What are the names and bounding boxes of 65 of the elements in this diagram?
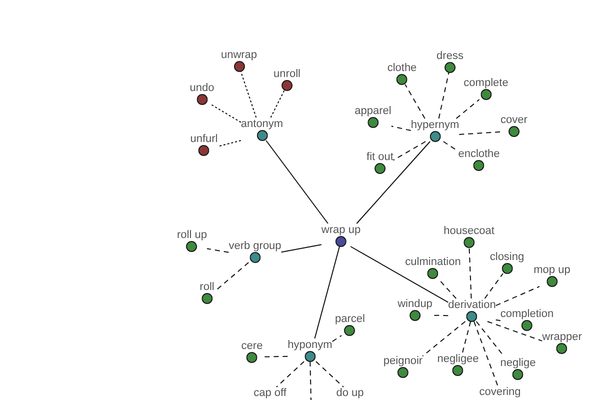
node-label: fit out: [366, 150, 394, 162]
node-label: antonym: [240, 118, 284, 130]
connector-line: [280, 244, 322, 253]
node-label: apparel: [354, 104, 392, 116]
connector-line: [206, 248, 230, 253]
node-label: enclothe: [458, 148, 500, 160]
connector-line: [240, 71, 257, 118]
connector-line: [486, 321, 543, 342]
connector-line: [474, 321, 498, 386]
node-label: undo: [190, 82, 214, 94]
connector-line: [350, 246, 449, 303]
connector-line: [392, 141, 426, 161]
connector-line: [314, 246, 340, 339]
connector-line: [456, 99, 480, 119]
connector-line: [458, 131, 502, 135]
node-label: mop up: [534, 264, 570, 276]
connector-line: [332, 335, 342, 342]
connector-line: [262, 356, 288, 358]
connector-line: [310, 361, 312, 400]
node-label: wrapper: [542, 330, 582, 342]
node-label: cap off: [254, 387, 286, 399]
connector-line: [462, 321, 472, 353]
node-label: covering: [479, 386, 521, 398]
node-label: negligee: [437, 352, 479, 364]
connector-line: [484, 273, 504, 299]
connector-line: [315, 361, 344, 388]
node-label: hyponym: [288, 338, 332, 350]
connector-line: [438, 72, 450, 119]
node-label: completion: [500, 308, 554, 320]
node-label: derivation: [448, 298, 496, 310]
node-label: roll: [200, 280, 214, 292]
node-label: wrap up: [321, 224, 361, 236]
node-label: complete: [464, 76, 508, 88]
node-label: culmination: [405, 256, 461, 268]
connector-line: [437, 278, 457, 299]
connector-line: [468, 247, 472, 299]
connector-line: [422, 321, 466, 357]
node-label: closing: [490, 250, 524, 262]
connector-line: [356, 141, 431, 224]
node-label: hypernym: [410, 118, 460, 130]
node-label: dress: [436, 50, 464, 62]
node-label: housecoat: [444, 224, 494, 236]
node-label: verb group: [228, 240, 282, 252]
node-label: cover: [500, 114, 528, 126]
node-label: clothe: [387, 62, 417, 74]
connector-line: [495, 286, 540, 306]
node-label: do up: [336, 387, 364, 399]
node-label: roll up: [177, 228, 207, 240]
connector-line: [404, 84, 426, 119]
connector-line: [210, 104, 242, 123]
connector-line: [495, 319, 501, 322]
connector-line: [390, 126, 412, 132]
connector-line: [432, 314, 449, 316]
connector-line: [217, 140, 242, 147]
node-label: unroll: [274, 68, 300, 80]
connector-line: [276, 361, 305, 388]
node-label: unwrap: [220, 48, 258, 60]
connector-line: [266, 140, 328, 224]
node-label: peignoir: [383, 354, 423, 366]
connector-line: [270, 90, 285, 118]
node-label: cere: [241, 340, 263, 352]
node-label: parcel: [335, 312, 365, 324]
node-label: neglige: [500, 356, 536, 368]
node-label: windup: [398, 298, 432, 310]
node-label: unfurl: [190, 132, 218, 144]
